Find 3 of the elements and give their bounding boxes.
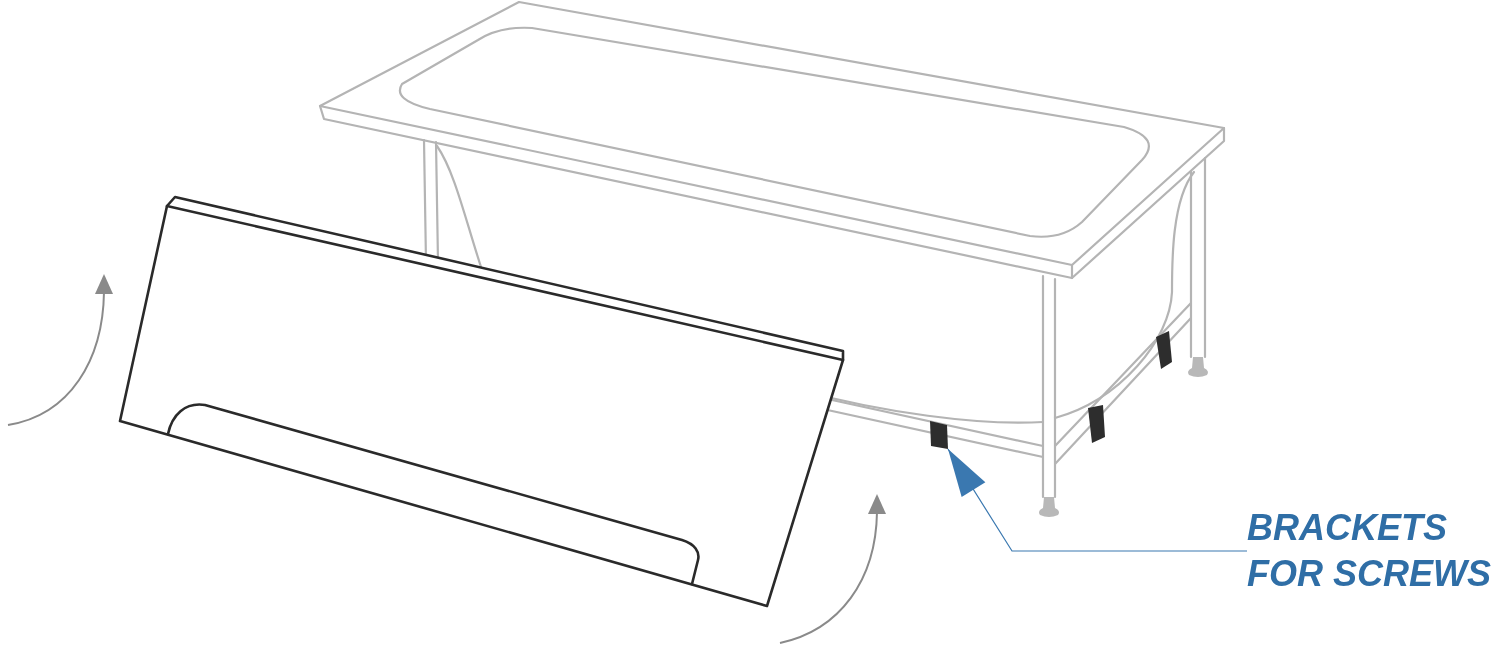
callout-label: BRACKETS FOR SCREWS (1247, 505, 1496, 597)
leader-line (947, 448, 1248, 552)
screw-bracket (930, 421, 948, 449)
